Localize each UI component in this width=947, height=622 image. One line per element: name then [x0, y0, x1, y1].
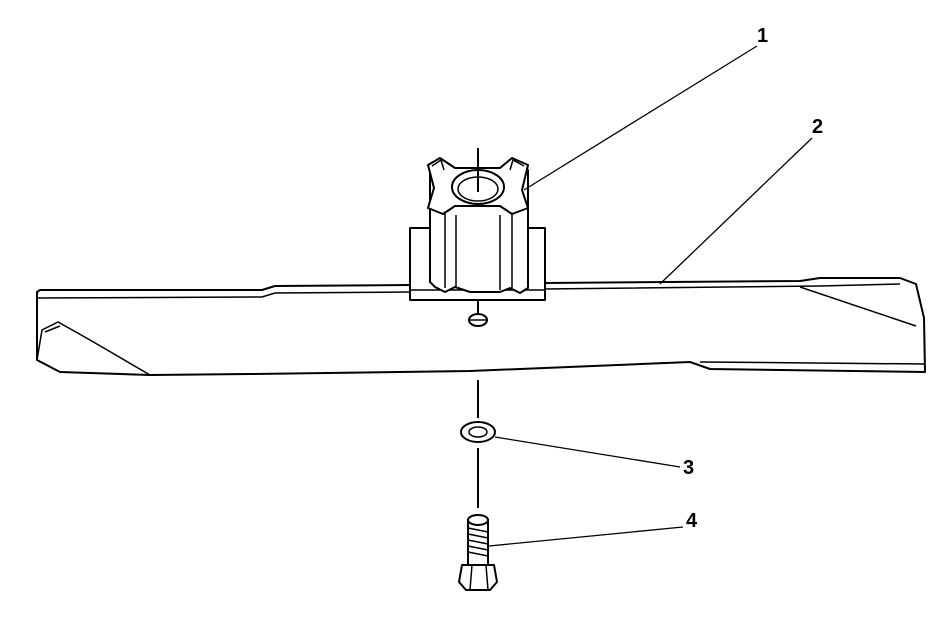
callout-label-4: 4 [686, 510, 698, 532]
mower-blade [36, 277, 926, 376]
callout-label-2: 2 [812, 116, 823, 138]
callout-label-1: 1 [757, 25, 768, 47]
washer [460, 421, 496, 443]
blade-bolt [458, 514, 498, 591]
callout-label-3: 3 [683, 457, 694, 479]
leader-line-4 [488, 526, 684, 547]
leader-line-2 [659, 137, 813, 285]
leader-line-3 [494, 436, 681, 468]
leader-line-1 [523, 45, 758, 191]
